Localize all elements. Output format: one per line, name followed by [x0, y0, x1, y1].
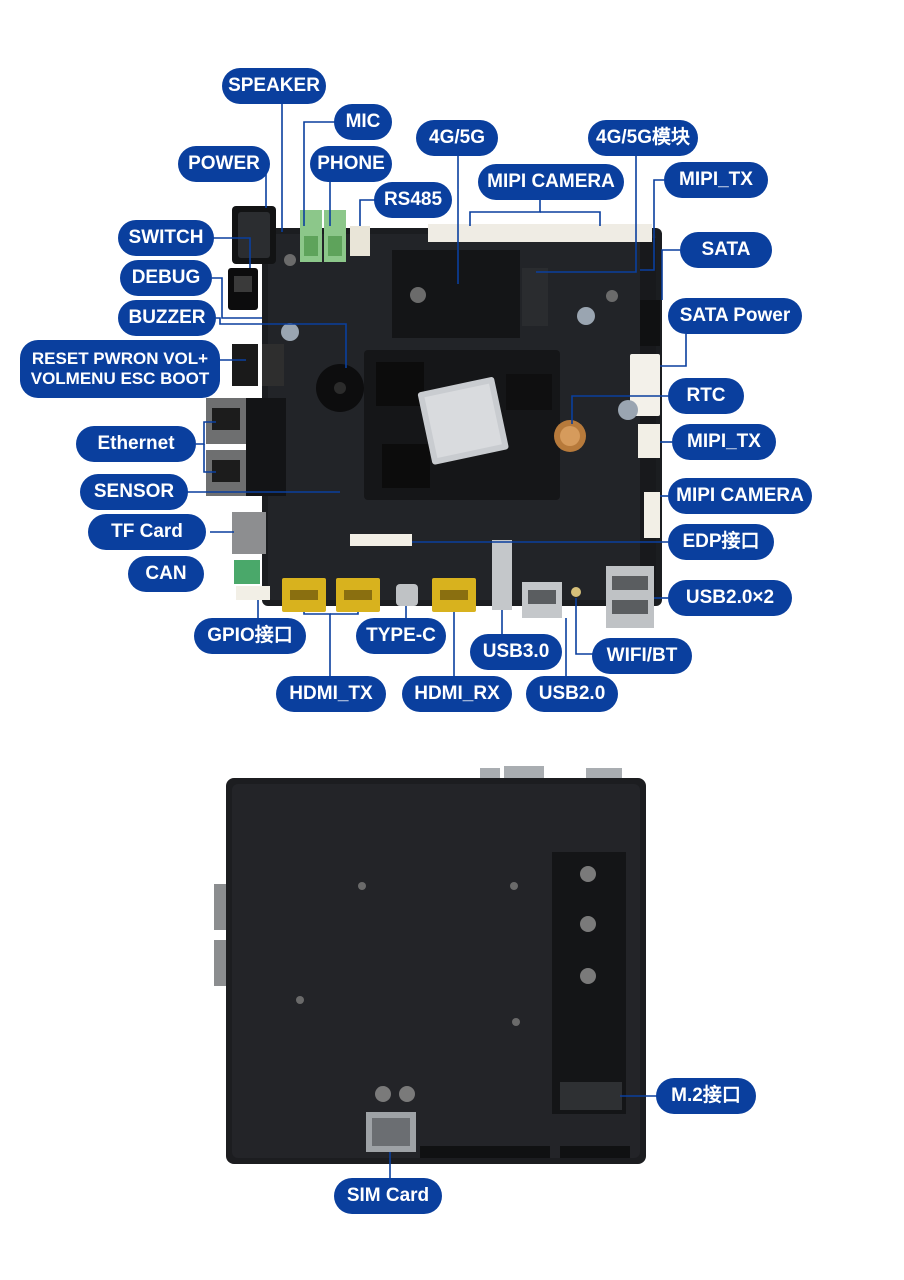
label-speaker: SPEAKER	[222, 68, 326, 104]
label-usb20x2: USB2.0×2	[668, 580, 792, 616]
label-sata-power: SATA Power	[668, 298, 802, 334]
label-mipi-camera-right: MIPI CAMERA	[668, 478, 812, 514]
label-debug: DEBUG	[120, 260, 212, 296]
board-back	[214, 766, 658, 1178]
label-switch: SWITCH	[118, 220, 214, 256]
board-front	[186, 102, 687, 676]
label-buttons-line2: VOLMENU ESC BOOT	[30, 369, 210, 388]
label-hdmi-tx: HDMI_TX	[276, 676, 386, 712]
label-power: POWER	[178, 146, 270, 182]
label-can: CAN	[128, 556, 204, 592]
label-gpio: GPIO接口	[194, 618, 306, 654]
label-phone: PHONE	[310, 146, 392, 182]
label-usb30: USB3.0	[470, 634, 562, 670]
label-mic: MIC	[334, 104, 392, 140]
label-buzzer: BUZZER	[118, 300, 216, 336]
label-tf-card: TF Card	[88, 514, 206, 550]
label-rtc: RTC	[668, 378, 744, 414]
label-mipi-tx-right: MIPI_TX	[672, 424, 776, 460]
label-4g5g-module: 4G/5G模块	[588, 120, 698, 156]
label-wifi-bt: WIFI/BT	[592, 638, 692, 674]
label-mipi-tx-top: MIPI_TX	[664, 162, 768, 198]
label-4g5g: 4G/5G	[416, 120, 498, 156]
label-usb20: USB2.0	[526, 676, 618, 712]
label-ethernet: Ethernet	[76, 426, 196, 462]
label-sata: SATA	[680, 232, 772, 268]
label-sensor: SENSOR	[80, 474, 188, 510]
label-mipi-camera-top: MIPI CAMERA	[478, 164, 624, 200]
label-m2: M.2接口	[656, 1078, 756, 1114]
label-buttons: RESET PWRON VOL+ VOLMENU ESC BOOT	[20, 340, 220, 398]
label-buttons-line1: RESET PWRON VOL+	[31, 349, 209, 368]
label-type-c: TYPE-C	[356, 618, 446, 654]
label-edp: EDP接口	[668, 524, 774, 560]
label-hdmi-rx: HDMI_RX	[402, 676, 512, 712]
label-rs485: RS485	[374, 182, 452, 218]
label-sim-card: SIM Card	[334, 1178, 442, 1214]
